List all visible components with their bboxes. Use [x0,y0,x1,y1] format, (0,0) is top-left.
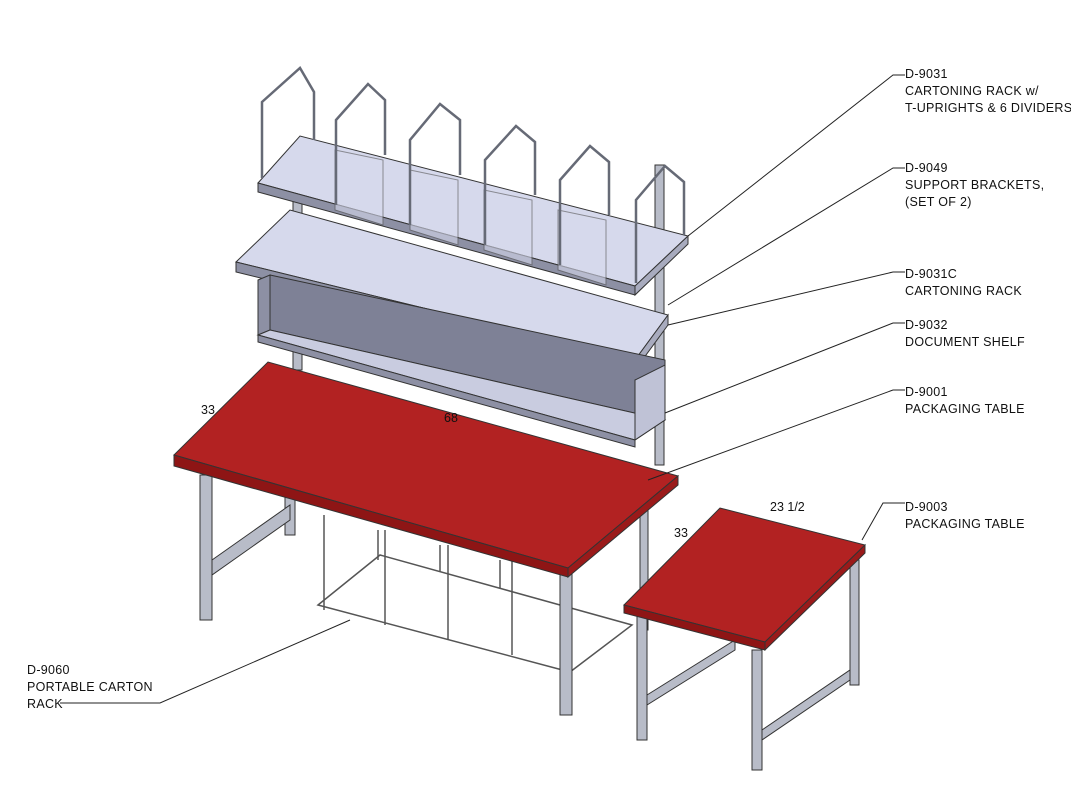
callout-d9060-code: D-9060 [27,663,70,677]
callout-d9031-line2: T-UPRIGHTS & 6 DIVIDERS [905,101,1071,115]
main-packaging-table [173,361,680,716]
callout-d9031-line1: CARTONING RACK w/ [905,84,1039,98]
cartoning-rack-top [257,66,690,297]
callout-d9060-line2: RACK [27,697,63,711]
callout-d9049: D-9049 SUPPORT BRACKETS, (SET OF 2) [905,160,1044,211]
callout-d9003-line1: PACKAGING TABLE [905,517,1025,531]
callout-d9001-code: D-9001 [905,385,948,399]
callout-d9049-line1: SUPPORT BRACKETS, [905,178,1045,192]
callout-d9049-code: D-9049 [905,161,948,175]
callout-d9032: D-9032 DOCUMENT SHELF [905,317,1025,351]
dimension-side-width: 23 1/2 [770,500,805,514]
document-shelf [256,274,667,448]
callout-d9032-line1: DOCUMENT SHELF [905,335,1025,349]
dimension-main-depth: 33 [201,403,215,417]
callout-d9031-code: D-9031 [905,67,948,81]
callout-d9003-code: D-9003 [905,500,948,514]
leader-lines [60,74,905,704]
callout-d9049-line2: (SET OF 2) [905,195,972,209]
side-packaging-table [623,507,866,771]
callout-d9031: D-9031 CARTONING RACK w/ T-UPRIGHTS & 6 … [905,66,1071,117]
callout-d9003: D-9003 PACKAGING TABLE [905,499,1025,533]
callout-d9032-code: D-9032 [905,318,948,332]
callout-d9031c-line1: CARTONING RACK [905,284,1022,298]
dimension-side-depth: 33 [674,526,688,540]
callout-d9001-line1: PACKAGING TABLE [905,402,1025,416]
callout-d9031c-code: D-9031C [905,267,958,281]
dimension-main-width: 68 [444,411,458,425]
callout-d9001: D-9001 PACKAGING TABLE [905,384,1025,418]
callout-d9060-line1: PORTABLE CARTON [27,680,153,694]
callout-d9031c: D-9031C CARTONING RACK [905,266,1022,300]
portable-carton-rack [316,515,634,673]
callout-d9060: D-9060 PORTABLE CARTON RACK [27,662,153,713]
